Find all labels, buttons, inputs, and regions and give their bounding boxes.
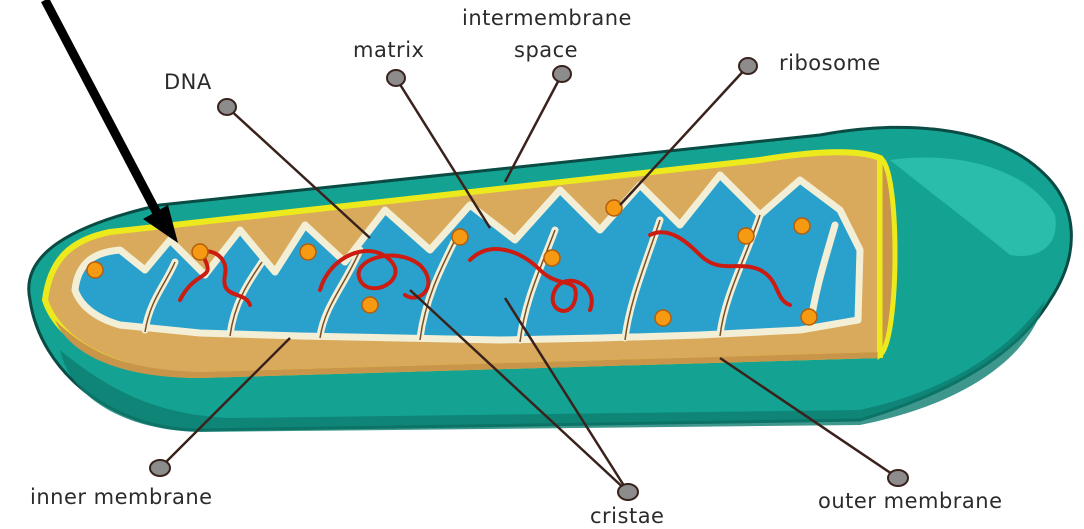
pointer-arrow <box>45 0 178 243</box>
cristae-label-dot <box>618 484 638 500</box>
label-outer-membrane: outer membrane <box>818 491 1003 512</box>
label-matrix: matrix <box>353 40 424 61</box>
label-ribosome: ribosome <box>779 53 881 74</box>
inner-membrane-label-dot <box>150 460 170 476</box>
label-intermembrane-line1: intermembrane <box>462 8 632 29</box>
label-dna: DNA <box>164 72 212 93</box>
ribosome-label-dot <box>739 58 757 74</box>
label-cristae: cristae <box>590 506 664 527</box>
label-inner-membrane: inner membrane <box>30 487 213 508</box>
label-intermembrane-line2: space <box>514 40 578 61</box>
inner-membrane-rim <box>880 158 895 355</box>
dna-label-dot <box>218 99 236 115</box>
outer-membrane-label-dot <box>888 470 908 486</box>
intermembrane-label-dot <box>553 66 571 82</box>
matrix-label-dot <box>387 70 405 86</box>
